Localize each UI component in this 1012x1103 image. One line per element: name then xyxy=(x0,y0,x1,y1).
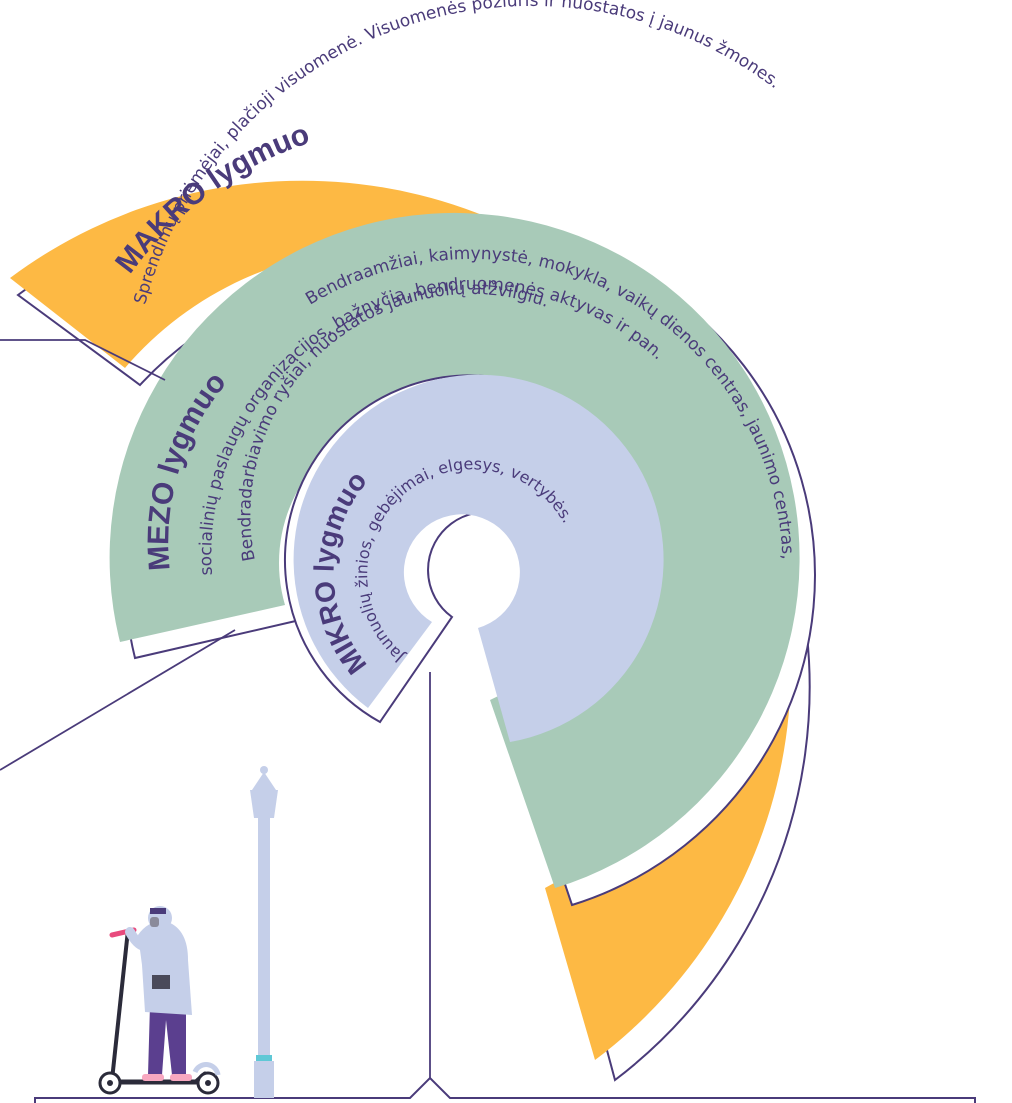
mezo-ring-fill xyxy=(109,212,800,888)
street-lamp-icon xyxy=(250,766,278,1098)
makro-ring-fill xyxy=(10,180,791,1061)
makro-connector xyxy=(0,339,166,381)
mikro-ring-fill xyxy=(293,374,664,742)
mikro-level-ring xyxy=(284,374,664,742)
person-on-scooter-icon xyxy=(98,906,221,1095)
mezo-connector xyxy=(0,629,236,771)
connector-lines xyxy=(0,339,431,1078)
bottom-bracket-frame xyxy=(34,1098,976,1103)
